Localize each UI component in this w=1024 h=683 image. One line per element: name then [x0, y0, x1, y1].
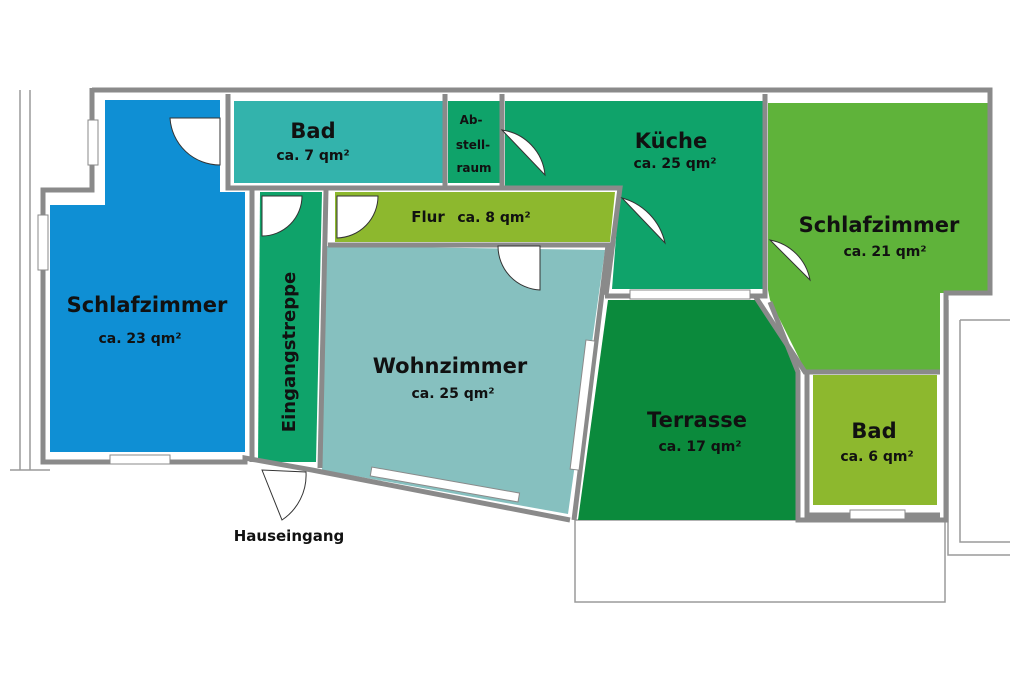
room-kueche [505, 101, 763, 289]
label-bad-right: Bad [851, 419, 896, 443]
door-wohnzimmer-icon [497, 245, 541, 291]
room-schlafzimmer-left [50, 100, 245, 452]
door-abstellraum-icon [500, 129, 546, 177]
door-hauseingang-icon [261, 469, 307, 521]
area-schlafzimmer-right: ca. 21 qm² [843, 244, 926, 260]
room-wohnzimmer [322, 246, 605, 514]
windows [37, 119, 906, 520]
area-wohnzimmer: ca. 25 qm² [411, 386, 494, 402]
label-flur: Flur [411, 208, 445, 226]
door-schlafzimmer-left-icon [169, 117, 221, 166]
area-flur: ca. 8 qm² [457, 210, 530, 226]
door-treppe-icon [261, 195, 303, 237]
label-schlafzimmer-right: Schlafzimmer [799, 213, 960, 237]
room-schlafzimmer-right [768, 103, 990, 370]
label-schlafzimmer-left: Schlafzimmer [67, 293, 228, 317]
door-flur-icon [336, 195, 379, 239]
area-bad-top: ca. 7 qm² [276, 148, 349, 164]
room-abstellraum [448, 101, 500, 183]
label-abstellraum-3: raum [456, 161, 491, 175]
door-kueche-icon [620, 197, 666, 245]
room-flur [335, 192, 615, 242]
door-schlafzimmer-right-icon [768, 239, 811, 282]
label-wohnzimmer: Wohnzimmer [373, 354, 528, 378]
label-eingangstreppe: Eingangstreppe [279, 272, 300, 432]
room-bad-right [813, 375, 937, 505]
label-bad-top: Bad [290, 119, 335, 143]
area-kueche: ca. 25 qm² [633, 156, 716, 172]
room-terrasse [578, 300, 800, 520]
room-bad-top [234, 101, 443, 183]
label-kueche: Küche [635, 129, 708, 153]
label-hauseingang: Hauseingang [234, 527, 345, 545]
area-bad-right: ca. 6 qm² [840, 449, 913, 465]
label-terrasse: Terrasse [647, 408, 747, 432]
label-abstellraum-2: stell- [456, 138, 490, 152]
room-eingangstreppe [258, 192, 322, 462]
doors [169, 117, 811, 521]
label-abstellraum-1: Ab- [460, 113, 483, 127]
area-schlafzimmer-left: ca. 23 qm² [98, 331, 181, 347]
area-terrasse: ca. 17 qm² [658, 439, 741, 455]
